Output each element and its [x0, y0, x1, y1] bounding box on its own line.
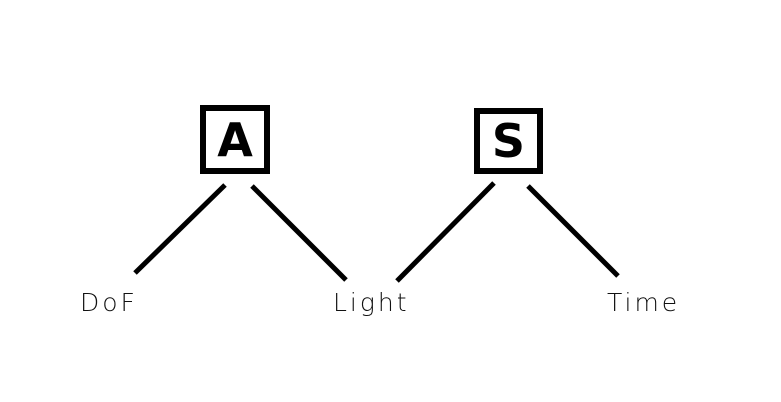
edge-a-light — [250, 184, 348, 282]
leaf-time: Time — [607, 288, 681, 317]
node-a: A — [200, 105, 270, 174]
edge-a-dof — [133, 183, 227, 275]
node-a-label: A — [217, 112, 253, 167]
edge-s-light — [395, 181, 496, 283]
node-s-label: S — [491, 114, 526, 168]
leaf-dof: DoF — [80, 288, 138, 317]
edge-s-time — [526, 184, 620, 278]
leaf-light: Light — [333, 288, 410, 317]
node-s: S — [474, 108, 543, 174]
